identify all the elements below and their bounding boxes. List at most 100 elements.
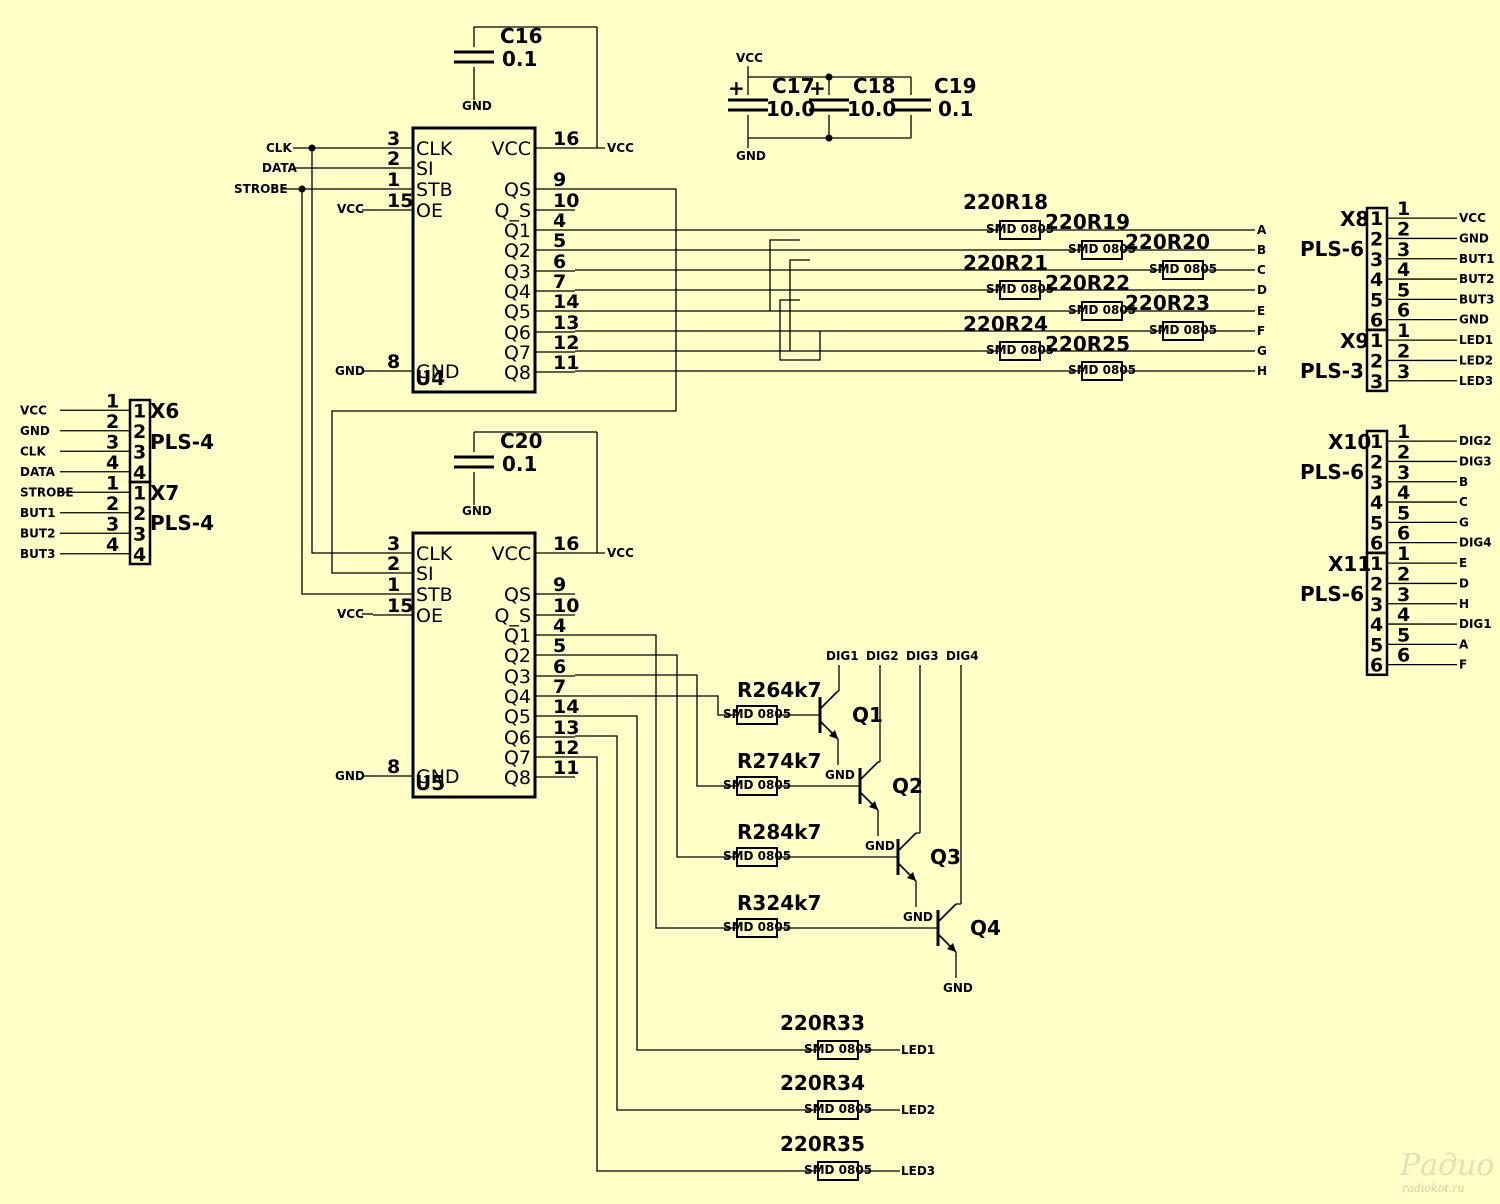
u4-pin-num: 7 <box>553 271 566 293</box>
x8-pin-num: 1 <box>1397 198 1410 220</box>
x8-pin-net: BUT3 <box>1459 292 1494 306</box>
res-seg <box>999 341 1041 361</box>
emitter-gnd-label: GND <box>865 839 895 853</box>
u5-pin-name: Q_S <box>494 605 531 627</box>
watermark: Радио КОТ radiokot.ru <box>1399 1148 1500 1195</box>
wires <box>60 26 1457 1172</box>
c17-ref: C17 <box>772 74 815 98</box>
x8-pin-inner: 3 <box>1370 249 1383 271</box>
x8-ref: X8 <box>1340 207 1369 231</box>
res-seg <box>1081 240 1123 260</box>
seg-net-label: D <box>1257 283 1267 297</box>
x8-pin-inner: 6 <box>1370 310 1383 332</box>
led-net-label: LED2 <box>901 1103 935 1117</box>
u4-pin-name: Q_S <box>494 200 531 222</box>
x7-pin-num: 1 <box>106 472 119 494</box>
x7-body <box>128 480 152 566</box>
u4-pin-num: 3 <box>387 128 400 150</box>
x9-pin-num: 3 <box>1397 361 1410 383</box>
c17-vcc: VCC <box>736 51 763 65</box>
u5-pin-name: Q2 <box>504 645 531 667</box>
u5-pin-num: 1 <box>387 574 400 596</box>
dig-net-label: DIG3 <box>906 649 939 663</box>
x11-pin-net: E <box>1459 556 1467 570</box>
x10-pin-num: 6 <box>1397 523 1410 545</box>
u4-pin-num: 13 <box>553 312 579 334</box>
res-seg-label: 220R24 <box>963 312 1048 336</box>
u5-pin-name: SI <box>416 563 434 585</box>
x10-pin-net: B <box>1459 475 1468 489</box>
u4-vcc-right: VCC <box>607 141 634 155</box>
led-wire <box>575 735 818 1111</box>
u4-pin-num: 16 <box>553 128 579 150</box>
c16-value: 0.1 <box>502 47 537 71</box>
u5-pin-name: Q4 <box>504 686 531 708</box>
res-seg-label: 220R22 <box>1045 271 1130 295</box>
res-seg-footprint: SMD 0805 <box>1068 303 1136 317</box>
res-base <box>736 918 778 938</box>
qs-to-si-wire <box>331 188 677 574</box>
res-seg-label: 220R19 <box>1045 210 1130 234</box>
c17-value: 10.0 <box>766 97 815 121</box>
transistor-collector <box>937 903 957 923</box>
seg-net-label: C <box>1257 263 1266 277</box>
transistor-arrow <box>829 730 838 739</box>
seg-net-label: F <box>1257 324 1265 338</box>
c18-ref: C18 <box>853 74 896 98</box>
led-wire <box>575 756 818 1172</box>
x11-pin-num: 1 <box>1397 543 1410 565</box>
u4-pin-name: VCC <box>491 138 531 160</box>
u4-pin-name: Q5 <box>504 301 531 323</box>
watermark-title: Радио КОТ <box>1399 1148 1500 1183</box>
u4-ref: U4 <box>415 366 445 390</box>
x8-pin-num: 6 <box>1397 300 1410 322</box>
x8-pin-inner: 1 <box>1370 208 1383 230</box>
res-led-label: 220R33 <box>780 1011 865 1035</box>
x10-pin-net: DIG4 <box>1459 536 1492 550</box>
u5-pin-num: 12 <box>553 737 579 759</box>
x9-pin-inner: 2 <box>1370 350 1383 372</box>
x10-pin-net: G <box>1459 515 1469 529</box>
c20-gnd: GND <box>462 504 492 518</box>
u4-pin-name: Q7 <box>504 342 531 364</box>
x11-body <box>1365 551 1389 677</box>
x6-type: PLS-4 <box>150 430 214 454</box>
res-seg-footprint: SMD 0805 <box>1068 363 1136 377</box>
res-seg <box>999 280 1041 300</box>
u4-pin-name: STB <box>416 179 453 201</box>
x10-pin-num: 1 <box>1397 421 1410 443</box>
u5-pin-num: 2 <box>387 553 400 575</box>
x11-pin-net: D <box>1459 576 1469 590</box>
u5-gnd-net: GND <box>335 769 365 783</box>
x7-pin-inner: 1 <box>133 482 146 504</box>
x8-pin-net: BUT2 <box>1459 272 1494 286</box>
u5-pin-name: GND <box>416 766 460 788</box>
x11-type: PLS-6 <box>1300 582 1364 606</box>
x11-pin-net: H <box>1459 597 1469 611</box>
seg-net-label: A <box>1257 223 1267 237</box>
c17-polarity: + <box>728 76 745 100</box>
u4-pin-num: 2 <box>387 148 400 170</box>
u4-pin-num: 8 <box>387 351 400 373</box>
u4-pin-num: 5 <box>553 230 566 252</box>
res-base-label: R324k7 <box>737 891 821 915</box>
x8-pin-net: GND <box>1459 313 1489 327</box>
u4-pin-name: Q2 <box>504 240 531 262</box>
u5-pin-num: 14 <box>553 696 579 718</box>
x8-pin-net: VCC <box>1459 211 1486 225</box>
res-seg-label: 220R23 <box>1125 291 1210 315</box>
x10-pin-inner: 1 <box>1370 431 1383 453</box>
x10-pin-num: 4 <box>1397 482 1410 504</box>
res-base-label: R284k7 <box>737 820 821 844</box>
u4-pin-num: 11 <box>553 352 579 374</box>
dig-net-label: DIG2 <box>866 649 899 663</box>
x10-pin-net: DIG3 <box>1459 454 1492 468</box>
u4-strobe-net: STROBE <box>234 182 288 196</box>
x10-type: PLS-6 <box>1300 460 1364 484</box>
u5-pin-num: 4 <box>553 615 566 637</box>
x11-pin-inner: 2 <box>1370 573 1383 595</box>
res-seg-label: 220R25 <box>1045 332 1130 356</box>
res-seg-label: 220R20 <box>1125 230 1210 254</box>
